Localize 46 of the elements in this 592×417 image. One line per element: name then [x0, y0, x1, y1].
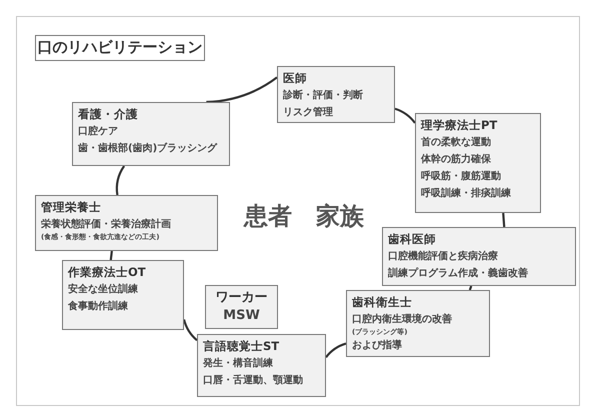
- role-task: リスク管理: [283, 106, 334, 120]
- role-box: [346, 290, 490, 357]
- role-task: 歯・歯根部(歯肉)ブラッシング: [78, 142, 218, 156]
- role-task: 診断・評価・判断: [283, 88, 364, 103]
- connector-line: [468, 286, 472, 290]
- connector-line: [325, 342, 346, 358]
- role-title: 管理栄養士: [41, 199, 102, 216]
- role-task: 口腔機能評価と疾病治療: [388, 249, 499, 264]
- role-box: [62, 260, 184, 330]
- role-task: MSW: [222, 307, 261, 325]
- role-box: [382, 227, 576, 286]
- role-title: 言語聴覚士ST: [203, 338, 280, 355]
- role-task: 安全な坐位訓練: [68, 282, 139, 297]
- connector-line: [110, 250, 113, 260]
- connector-line: [394, 108, 416, 124]
- connector-line: [206, 76, 278, 104]
- role-box: [205, 285, 278, 329]
- role-title: 理学療法士PT: [421, 117, 498, 134]
- connector-line: [182, 319, 198, 342]
- role-box: [35, 195, 218, 251]
- role-task: 食事動作訓練: [68, 300, 129, 314]
- role-task: 訓練プログラム作成・義歯改善: [388, 266, 529, 281]
- role-title: 作業療法士OT: [68, 264, 147, 281]
- role-title: 医師: [283, 70, 308, 87]
- title: 口のリハビリテーション: [35, 35, 205, 61]
- role-title: ワーカー: [214, 289, 268, 307]
- role-title: 歯科医師: [388, 231, 437, 248]
- role-task: 栄養状態評価・栄養治療計画: [41, 218, 172, 232]
- role-box: [277, 66, 395, 123]
- role-task: 呼吸訓練・排痰訓練: [421, 186, 512, 201]
- role-title: 看護・介護: [78, 106, 139, 123]
- role-task: 体幹の筋力確保: [421, 152, 492, 167]
- role-task: 呼吸筋・腹筋運動: [421, 170, 502, 184]
- role-box: [72, 102, 230, 166]
- role-task: 口腔ケア: [78, 124, 119, 139]
- role-task: 口腔内衛生環境の改善: [352, 312, 453, 327]
- connector-line: [502, 212, 506, 228]
- role-task: 首の柔軟な運動: [421, 136, 492, 150]
- role-title: 歯科衛生士: [352, 294, 413, 311]
- role-box: [415, 113, 541, 213]
- role-box: [197, 334, 326, 397]
- role-task: 口唇・舌運動、顎運動: [203, 374, 304, 388]
- connector-line: [116, 165, 126, 196]
- center-label: 患者 家族: [244, 201, 364, 232]
- role-task: および指導: [352, 338, 403, 353]
- role-task: 発生・構音訓練: [203, 356, 274, 371]
